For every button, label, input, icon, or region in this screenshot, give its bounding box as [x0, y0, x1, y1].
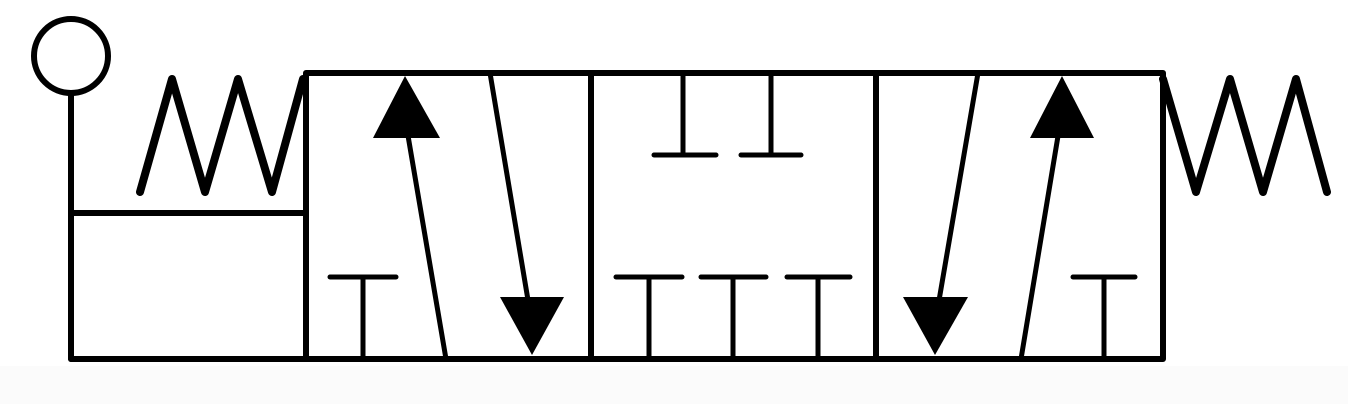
right-flow-up-line	[1018, 115, 1064, 362]
left-spring-icon	[136, 75, 307, 196]
middle-bottom-blocked-port-3	[784, 274, 853, 362]
middle-top-blocked-port-2	[738, 70, 804, 158]
middle-bottom-blocked-port-2	[698, 274, 769, 362]
arrow-down-icon	[903, 297, 968, 355]
arrow-up-icon	[373, 76, 440, 138]
right-spring-icon	[1159, 75, 1331, 196]
middle-bottom-blocked-port-1	[613, 274, 685, 362]
right-flow-down-line	[933, 70, 981, 321]
blocked-port-icon	[327, 274, 399, 362]
valve-symbol	[31, 16, 1331, 362]
middle-top-blocked-port-1	[651, 70, 719, 158]
arrow-down-icon	[500, 297, 564, 355]
left-flow-down-line	[487, 70, 534, 321]
arrow-up-icon	[1030, 76, 1094, 138]
bottom-strip	[0, 366, 1348, 404]
blocked-port-icon	[1070, 274, 1138, 362]
left-flow-up-line	[402, 115, 449, 362]
pilot-circle-icon	[31, 16, 111, 96]
